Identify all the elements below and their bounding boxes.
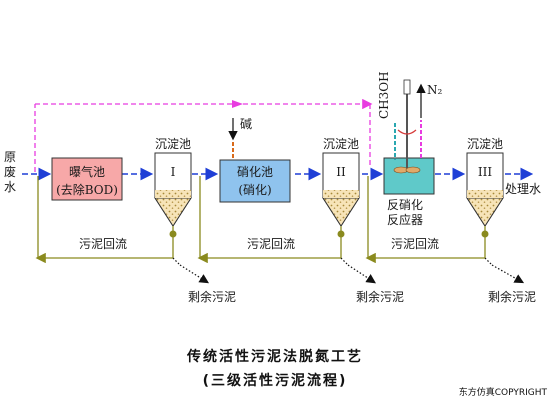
- diagram-subtitle: (三级活性污泥流程): [203, 372, 348, 389]
- clarifier-1: 沉淀池 I: [154, 137, 192, 227]
- clarifier-3-numeral: III: [478, 165, 492, 179]
- copyright-text: 东方仿真COPYRIGHT: [459, 386, 548, 398]
- alkali-label: 碱: [240, 117, 252, 131]
- bypass-line: [34, 98, 373, 172]
- sludge-valve-2: [337, 230, 345, 238]
- reactor-label-1: 反硝化: [387, 198, 423, 212]
- reactor-label-2: 反应器: [387, 212, 423, 227]
- clarifier-3-title: 沉淀池: [467, 137, 503, 151]
- nitrification-tank-function: (硝化): [238, 183, 271, 197]
- inlet-label-1: 原: [4, 150, 16, 164]
- nitrification-tank-name: 硝化池: [237, 165, 273, 179]
- inlet-label-3: 水: [4, 180, 16, 194]
- nitrogen-offgas: N₂: [416, 83, 443, 158]
- inlet-label-2: 废: [4, 164, 16, 179]
- alkali-dose: 碱: [228, 117, 252, 160]
- sludge-return-label-2: 污泥回流: [247, 237, 295, 251]
- clarifier-2-numeral: II: [336, 165, 346, 179]
- clarifier-1-numeral: I: [171, 165, 176, 179]
- nitrogen-label: N₂: [427, 83, 443, 97]
- methanol-feed: CH3OH: [377, 71, 396, 160]
- excess-sludge-lines: [172, 257, 525, 284]
- bypass-midarrow: [232, 100, 243, 108]
- excess-sludge-label-2: 剩余污泥: [356, 289, 404, 304]
- sludge-return-label-1: 污泥回流: [79, 237, 127, 251]
- excess-sludge-label-1: 剩余污泥: [188, 289, 236, 304]
- clarifier-1-title: 沉淀池: [155, 137, 191, 151]
- nitrification-tank: 硝化池 (硝化): [219, 159, 291, 203]
- clarifier-3: 沉淀池 III: [466, 137, 504, 227]
- aeration-tank: 曝气池 (去除BOD): [51, 157, 123, 201]
- outlet-label: 处理水: [505, 182, 541, 196]
- clarifier-2: 沉淀池 II: [322, 137, 360, 227]
- denitrification-reactor: 反硝化 反应器: [383, 79, 435, 227]
- methanol-label: CH3OH: [377, 71, 391, 119]
- sludge-return-label-3: 污泥回流: [391, 237, 439, 251]
- excess-sludge-label-3: 剩余污泥: [488, 289, 536, 304]
- clarifier-2-title: 沉淀池: [323, 137, 359, 151]
- sludge-valve-1: [169, 230, 177, 238]
- aeration-tank-function: (去除BOD): [56, 182, 118, 197]
- sludge-valve-3: [481, 230, 489, 238]
- aeration-tank-name: 曝气池: [69, 164, 105, 179]
- diagram-title: 传统活性污泥法脱氮工艺: [186, 348, 363, 365]
